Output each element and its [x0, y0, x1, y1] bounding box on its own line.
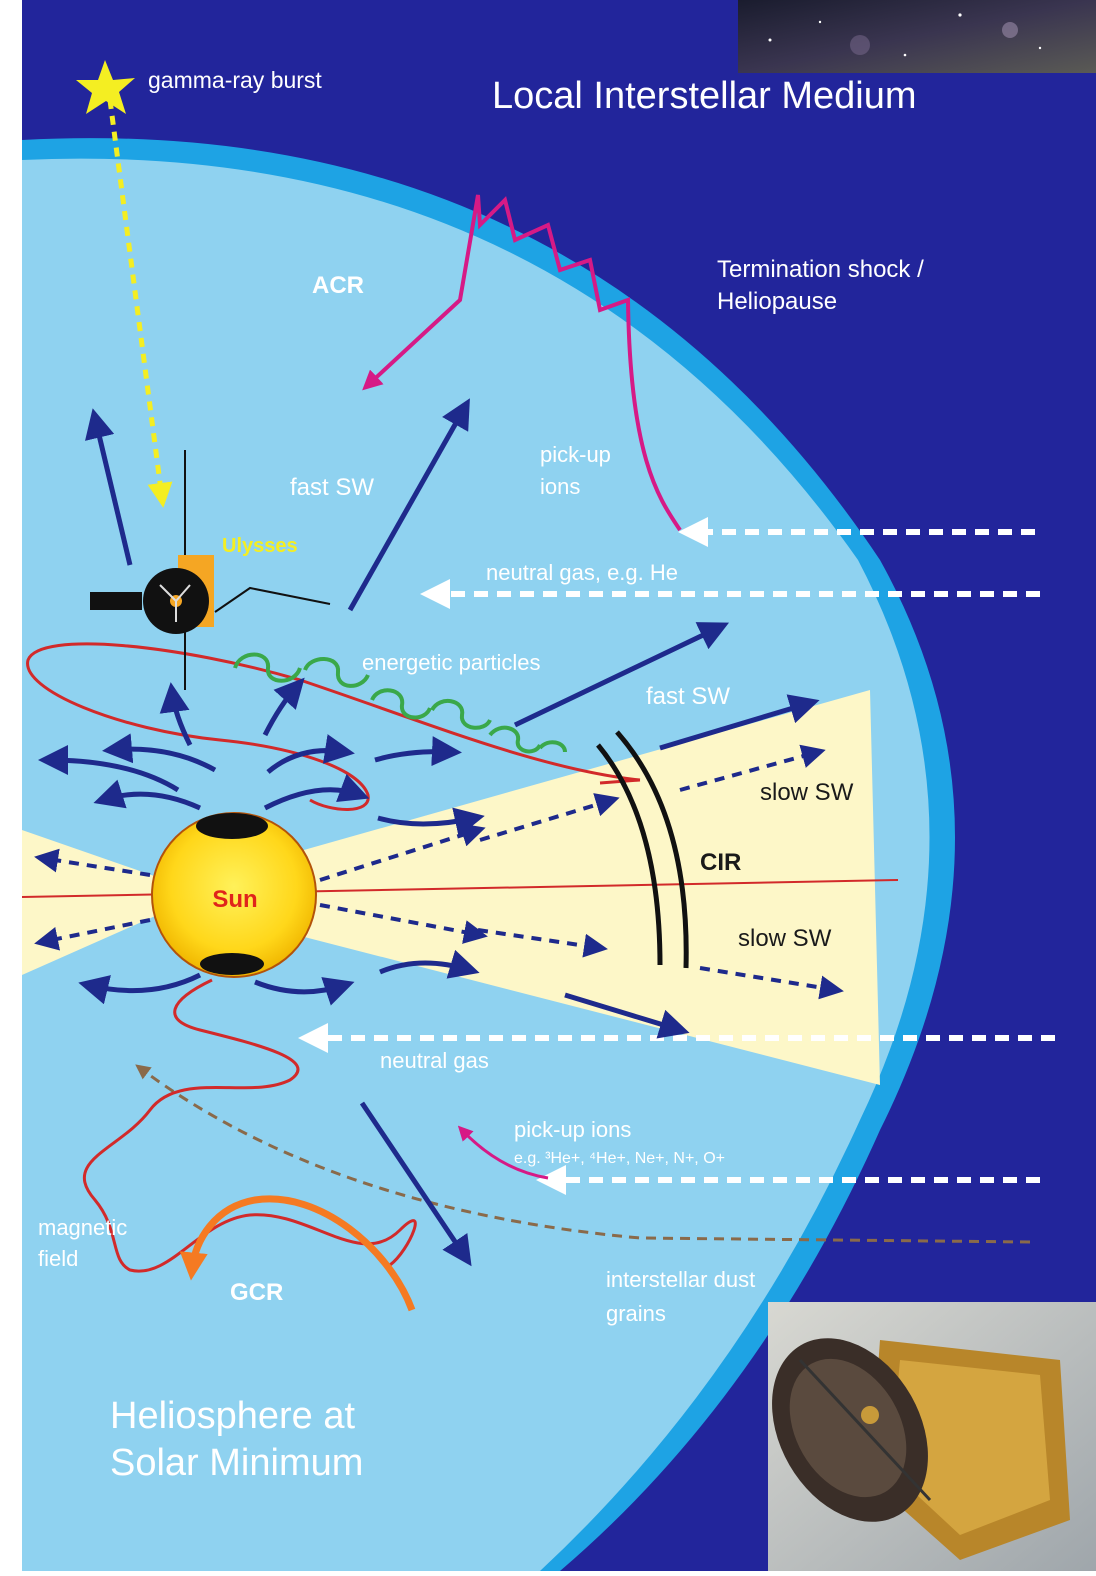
spacecraft-label: Ulysses — [222, 535, 298, 557]
slow-sw-lower-label: slow SW — [738, 925, 832, 952]
heliosphere-title-line1: Heliosphere at — [110, 1395, 355, 1437]
interstellar-dust-label-line1: interstellar dust — [606, 1267, 755, 1292]
gcr-arrow — [179, 1195, 416, 1312]
termination-shock-label-line2: Heliopause — [717, 288, 837, 315]
sun-label: Sun — [212, 886, 257, 913]
heliosphere-title-line2: Solar Minimum — [110, 1442, 363, 1484]
pickup-ions-top-line1: pick-up — [540, 442, 611, 467]
slow-wind-arrows — [34, 744, 844, 1000]
slow-sw-upper-label: slow SW — [760, 779, 854, 806]
magnetic-field-label-line2: field — [38, 1246, 78, 1271]
termination-shock-label-line1: Termination shock / — [717, 256, 924, 283]
gamma-ray-burst — [76, 60, 173, 508]
gcr-label: GCR — [230, 1279, 283, 1306]
pickup-ions-top-line2: ions — [540, 474, 580, 499]
gamma-ray-burst-label: gamma-ray burst — [148, 67, 322, 93]
interstellar-dust-label-line2: grains — [606, 1301, 666, 1326]
sun-icon — [151, 812, 317, 978]
dust-path — [135, 1064, 1031, 1244]
acr-track — [362, 194, 682, 532]
gamma-ray-path — [107, 99, 173, 508]
acr-label: ACR — [312, 272, 364, 299]
lism-title: Local Interstellar Medium — [492, 75, 917, 117]
fast-sw-top-label: fast SW — [290, 474, 374, 501]
neutral-gas-he-label: neutral gas, e.g. He — [486, 560, 678, 585]
neutral-gas-label: neutral gas — [380, 1048, 489, 1073]
cir-fronts — [596, 730, 689, 969]
fast-sw-right-label: fast SW — [646, 683, 730, 710]
cir-label: CIR — [700, 849, 741, 876]
magnetic-field-label-line1: magnetic — [38, 1215, 127, 1240]
slow-wind-wedge — [22, 690, 880, 1085]
spacecraft-icon — [90, 450, 331, 690]
energetic-particles-label: energetic particles — [362, 650, 541, 675]
pickup-ions-bottom-label: pick-up ions — [514, 1117, 631, 1142]
spacecraft-photo — [768, 1302, 1096, 1571]
star-icon — [76, 60, 135, 114]
galaxy-photo — [738, 0, 1096, 73]
solar-wind-arrows — [38, 398, 820, 1267]
pickup-ion-arrow — [457, 1125, 549, 1180]
pickup-ions-species-label: e.g. ³He+, ⁴He+, Ne+, N+, O+ — [514, 1150, 725, 1167]
